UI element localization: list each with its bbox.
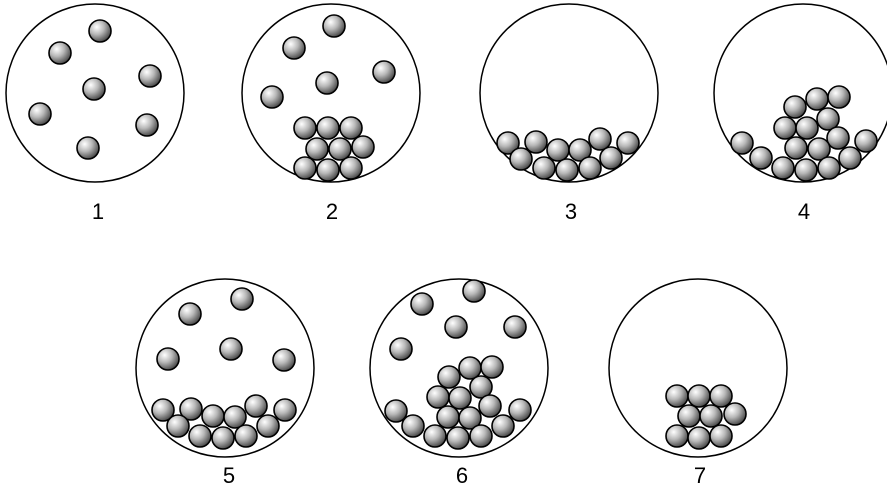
particle [710,425,732,447]
particle [220,338,242,360]
particle [352,136,374,158]
particle [688,427,710,449]
particle [274,399,296,421]
panel-4: 4 [714,4,887,224]
particle [427,386,449,408]
particle [750,147,772,169]
particle [600,147,622,169]
particle [373,61,395,83]
panel-label-6: 6 [456,463,468,488]
panel-label-3: 3 [565,199,577,224]
particle [556,159,578,181]
panel-label-2: 2 [326,199,338,224]
particle [678,405,700,427]
particle [492,415,514,437]
particle [29,103,51,125]
particle [447,427,469,449]
particle [167,415,189,437]
particle [666,385,688,407]
particle [340,117,362,139]
particle [390,338,412,360]
particle [235,425,257,447]
panel-label-4: 4 [798,199,810,224]
particle [449,387,471,409]
particle [323,15,345,37]
panel-5: 5 [136,279,314,488]
particle [317,159,339,181]
particle [89,20,111,42]
particle [385,400,407,422]
panel-7: 7 [609,279,787,488]
particle [316,72,338,94]
particle [424,425,446,447]
panel-6: 6 [370,279,548,488]
particle [579,157,601,179]
particle [818,157,840,179]
particle [402,415,424,437]
particle [306,138,328,160]
particle [231,288,253,310]
particle [510,148,532,170]
container-circle-3 [480,4,658,182]
panel-2: 2 [242,4,420,224]
particle [317,117,339,139]
particle [212,427,234,449]
particle [525,131,547,153]
particle [509,399,531,421]
particle [189,425,211,447]
particle [179,303,201,325]
particle [445,316,467,338]
particle [774,117,796,139]
particle [157,348,179,370]
particle [340,157,362,179]
particle [724,403,746,425]
particle [294,117,316,139]
particle [294,157,316,179]
particle [547,139,569,161]
particle [257,415,279,437]
particle [273,349,295,371]
particle [136,114,158,136]
particle [437,406,459,428]
particle [828,86,850,108]
particle [83,78,105,100]
panel-1: 1 [6,4,184,224]
particle [504,316,526,338]
particle [463,280,485,302]
particle [261,86,283,108]
particle [411,293,433,315]
particle [245,395,267,417]
particle [533,157,555,179]
particle [283,37,305,59]
panel-label-1: 1 [92,199,104,224]
particle [839,147,861,169]
particle [795,159,817,181]
particle [785,137,807,159]
particle [710,385,732,407]
particle [479,395,501,417]
particle [855,130,877,152]
particle [784,96,806,118]
particle [731,132,753,154]
particle [796,117,818,139]
particle [481,356,503,378]
particle [470,425,492,447]
particle [666,425,688,447]
panel-label-7: 7 [694,463,706,488]
particle [806,88,828,110]
panel-label-5: 5 [223,463,235,488]
particle [438,366,460,388]
particle [688,385,710,407]
particle [772,157,794,179]
particle [49,42,71,64]
particle [202,405,224,427]
particle [139,65,161,87]
panel-3: 3 [480,4,658,224]
particle [77,137,99,159]
particle [700,405,722,427]
particle [617,132,639,154]
